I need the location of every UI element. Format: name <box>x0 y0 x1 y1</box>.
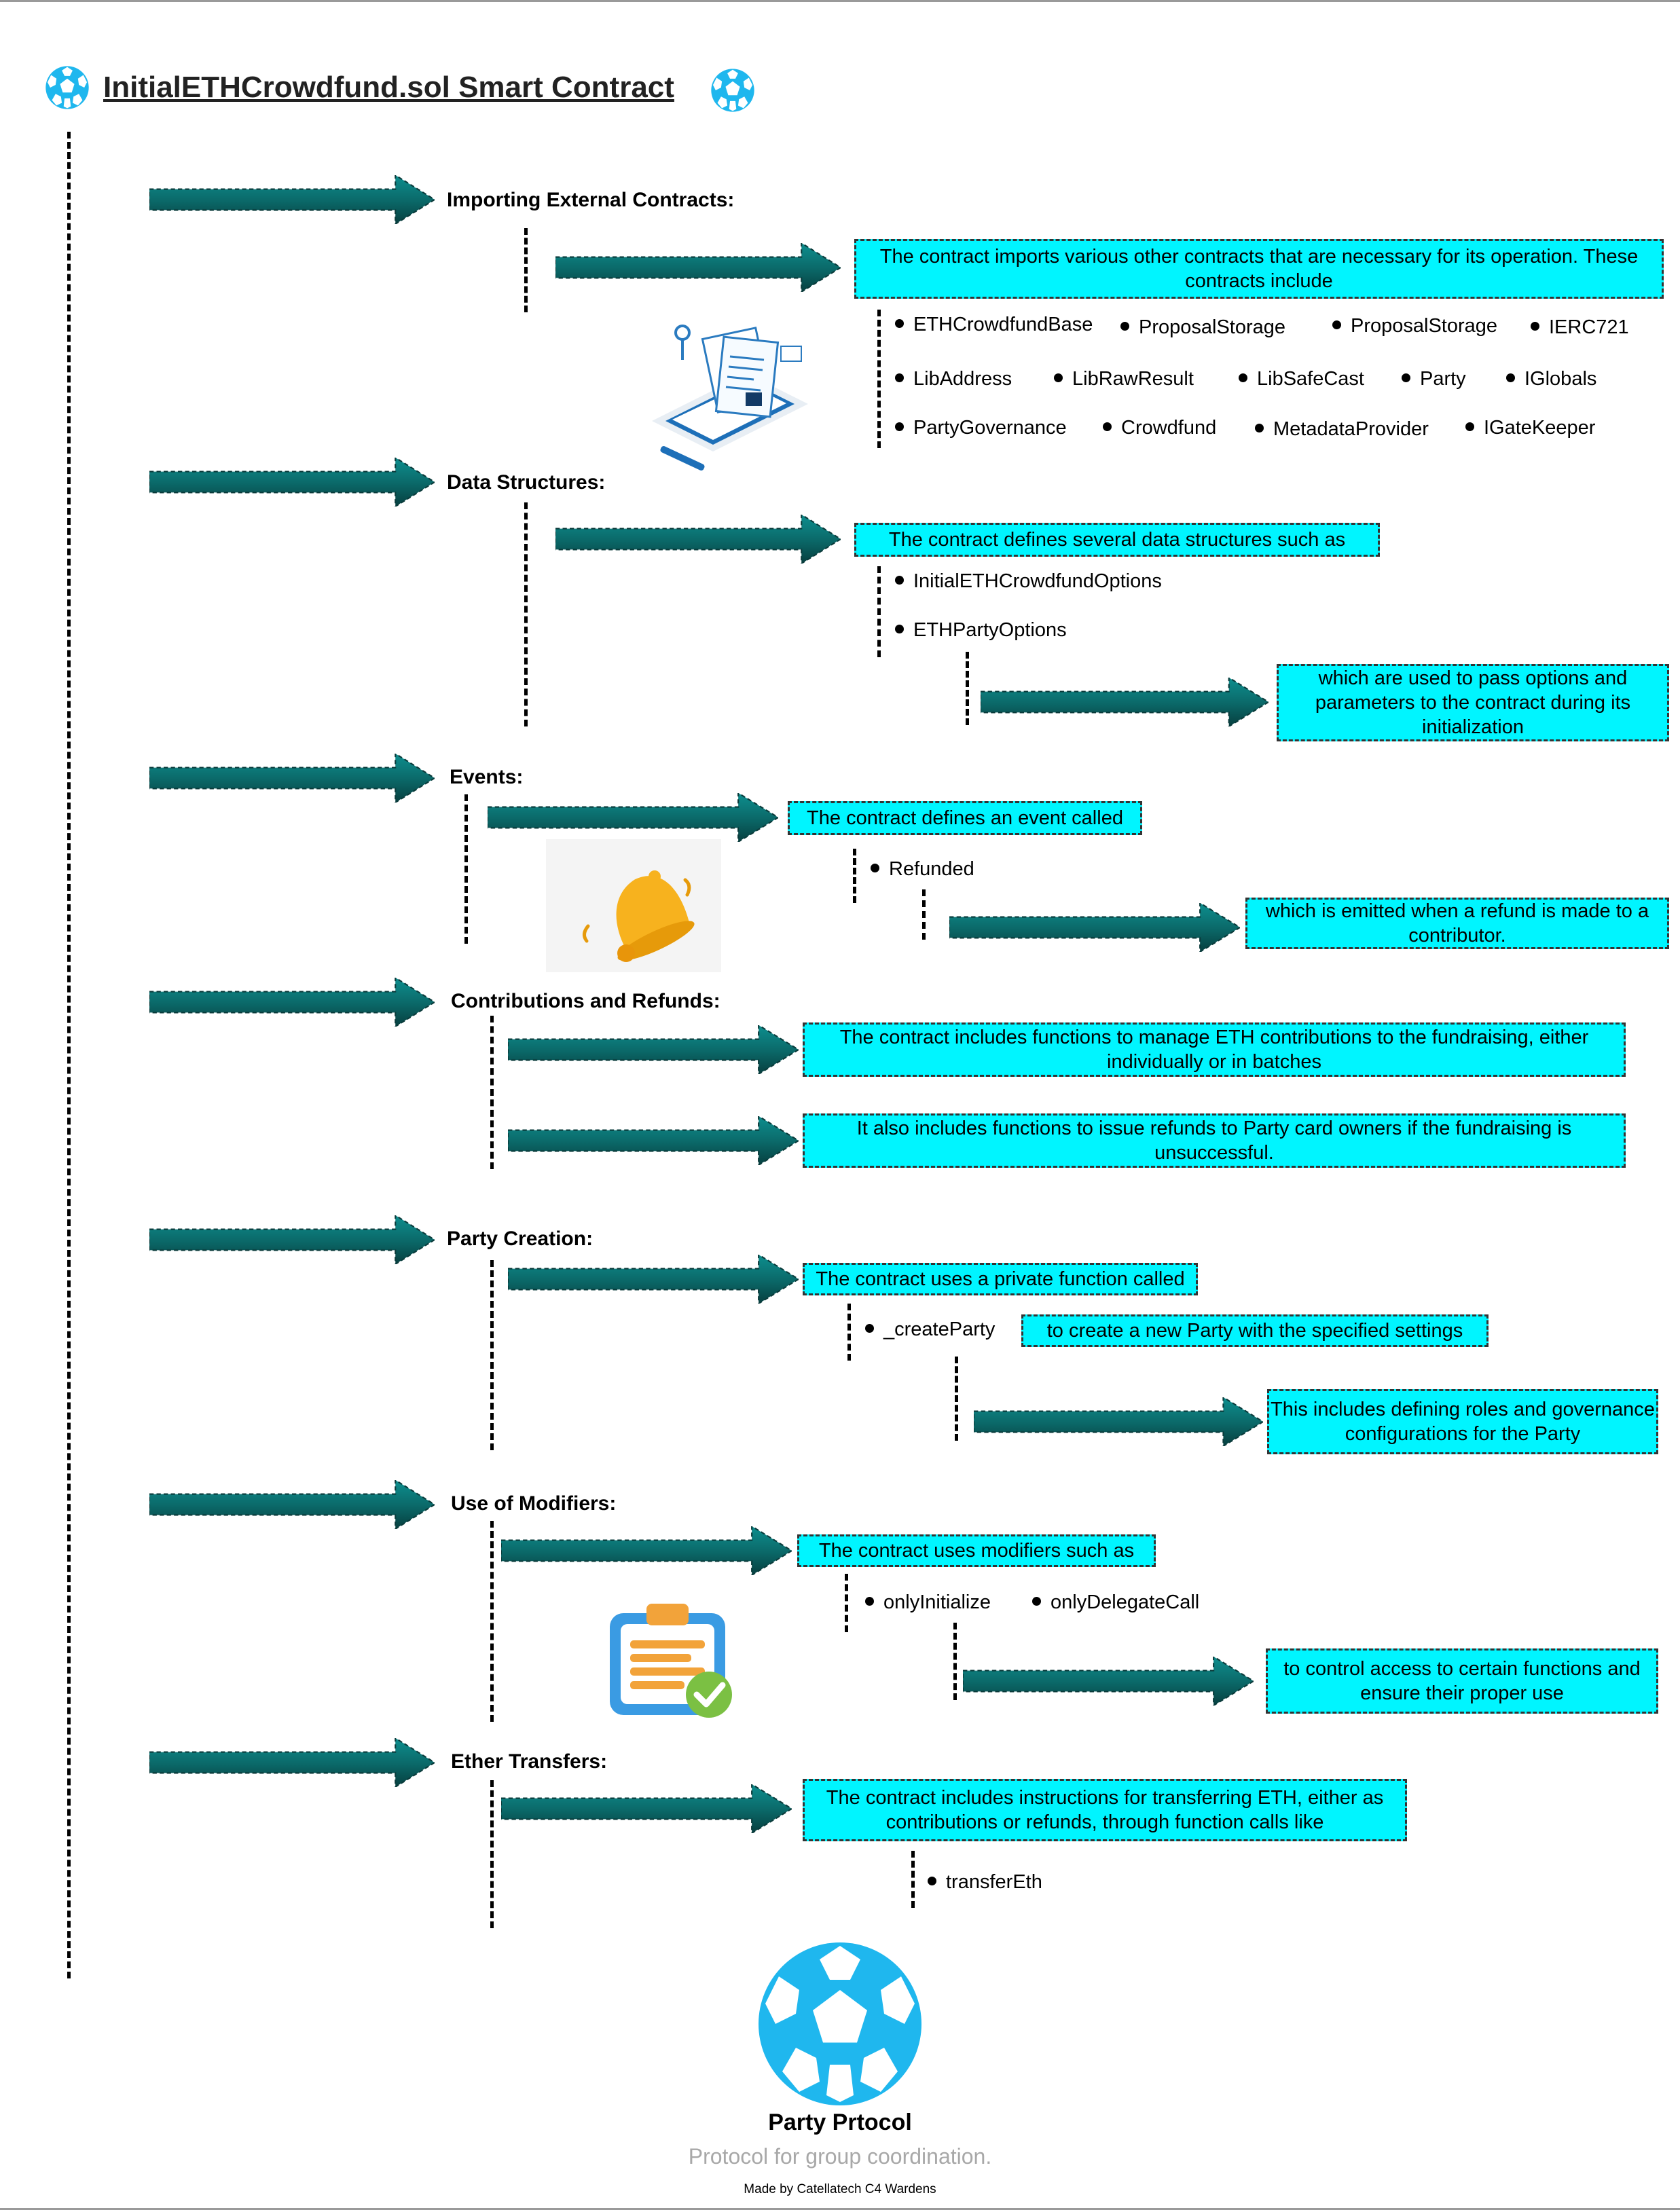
list-item: LibRawResult <box>1054 368 1194 390</box>
connector-line <box>966 652 969 725</box>
connector-line <box>490 1016 494 1169</box>
list-item: onlyDelegateCall <box>1032 1591 1199 1614</box>
connector-line <box>490 1260 494 1450</box>
document-illustration-icon <box>652 325 808 471</box>
modifiers-note: to control access to certain functions a… <box>1266 1648 1658 1714</box>
list-line <box>845 1574 848 1632</box>
list-item: Party <box>1402 368 1466 390</box>
connector-arrow <box>949 903 1240 952</box>
connector-arrow <box>974 1397 1263 1446</box>
list-item: LibSafeCast <box>1239 368 1364 390</box>
clipboard-check-icon <box>610 1604 732 1718</box>
party-description: The contract uses a private function cal… <box>803 1263 1198 1295</box>
data-note: which are used to pass options and param… <box>1277 664 1669 741</box>
list-item: ProposalStorage <box>1332 315 1497 337</box>
heading-contributions: Contributions and Refunds: <box>451 990 720 1012</box>
party-inline-note: to create a new Party with the specified… <box>1021 1314 1489 1347</box>
data-description: The contract defines several data struct… <box>854 523 1380 557</box>
list-item: transferEth <box>928 1871 1042 1894</box>
logo-tagline: Protocol for group coordination. <box>688 2144 992 2169</box>
list-item: Refunded <box>871 858 974 881</box>
section-arrow <box>149 978 435 1027</box>
connector-line <box>524 502 528 726</box>
list-line <box>911 1851 915 1908</box>
connector-line <box>922 889 926 940</box>
connector-line <box>464 794 468 944</box>
ball-icon <box>710 68 755 113</box>
connector-arrow <box>501 1784 792 1833</box>
connector-line <box>524 228 528 312</box>
list-item: ProposalStorage <box>1120 316 1285 339</box>
events-note: which is emitted when a refund is made t… <box>1245 898 1669 949</box>
section-arrow <box>149 1215 435 1264</box>
list-item: _createParty <box>865 1319 995 1341</box>
party-protocol-logo-icon <box>755 1939 925 2109</box>
connector-arrow <box>508 1025 799 1074</box>
connector-arrow <box>501 1526 792 1575</box>
connector-arrow <box>488 793 778 842</box>
credit-text: Made by Catellatech C4 Wardens <box>744 2182 936 2196</box>
heading-events: Events: <box>450 766 524 788</box>
section-arrow <box>149 458 435 506</box>
list-item: ETHCrowdfundBase <box>895 314 1093 336</box>
list-item: PartyGovernance <box>895 417 1067 439</box>
connector-line <box>490 1780 494 1928</box>
list-item: MetadataProvider <box>1255 418 1429 441</box>
connector-arrow <box>508 1255 799 1304</box>
main-spine <box>67 132 71 1978</box>
list-item: IGateKeeper <box>1465 417 1595 439</box>
connector-arrow <box>555 515 841 564</box>
list-item: IGlobals <box>1506 368 1596 390</box>
connector-arrow <box>981 678 1268 726</box>
list-item: ETHPartyOptions <box>895 619 1067 642</box>
list-line <box>853 849 856 903</box>
heading-modifiers: Use of Modifiers: <box>451 1492 617 1515</box>
connector-line <box>953 1623 957 1700</box>
list-item: onlyInitialize <box>865 1591 991 1614</box>
party-note: This includes defining roles and governa… <box>1267 1389 1658 1454</box>
connector-arrow <box>508 1116 799 1165</box>
section-arrow <box>149 175 435 224</box>
bottom-border <box>0 2208 1680 2210</box>
events-description: The contract defines an event called <box>788 801 1142 835</box>
connector-arrow <box>963 1657 1254 1706</box>
list-item: InitialETHCrowdfundOptions <box>895 570 1162 593</box>
logo-name: Party Prtocol <box>768 2109 912 2135</box>
list-item: IERC721 <box>1531 316 1629 339</box>
heading-data-structures: Data Structures: <box>447 471 606 494</box>
connector-line <box>955 1357 958 1441</box>
heading-party-creation: Party Creation: <box>447 1228 594 1250</box>
contributions-description: The contract includes functions to manag… <box>803 1022 1626 1077</box>
ball-icon <box>45 65 90 110</box>
modifiers-description: The contract uses modifiers such as <box>797 1534 1156 1567</box>
list-line <box>877 310 881 448</box>
top-border <box>0 0 1680 2</box>
refunds-description: It also includes functions to issue refu… <box>803 1113 1626 1168</box>
connector-arrow <box>555 243 841 292</box>
connector-line <box>490 1521 494 1722</box>
ether-description: The contract includes instructions for t… <box>803 1779 1407 1841</box>
imports-description: The contract imports various other contr… <box>854 239 1664 299</box>
section-arrow <box>149 1738 435 1787</box>
list-line <box>877 566 881 657</box>
list-item: LibAddress <box>895 368 1012 390</box>
heading-ether-transfers: Ether Transfers: <box>451 1750 608 1773</box>
bell-icon <box>546 839 721 972</box>
list-item: Crowdfund <box>1103 417 1216 439</box>
page-title: InitialETHCrowdfund.sol Smart Contract <box>103 71 674 104</box>
section-arrow <box>149 1480 435 1529</box>
list-line <box>847 1304 851 1361</box>
section-arrow <box>149 754 435 803</box>
heading-imports: Importing External Contracts: <box>447 189 735 211</box>
